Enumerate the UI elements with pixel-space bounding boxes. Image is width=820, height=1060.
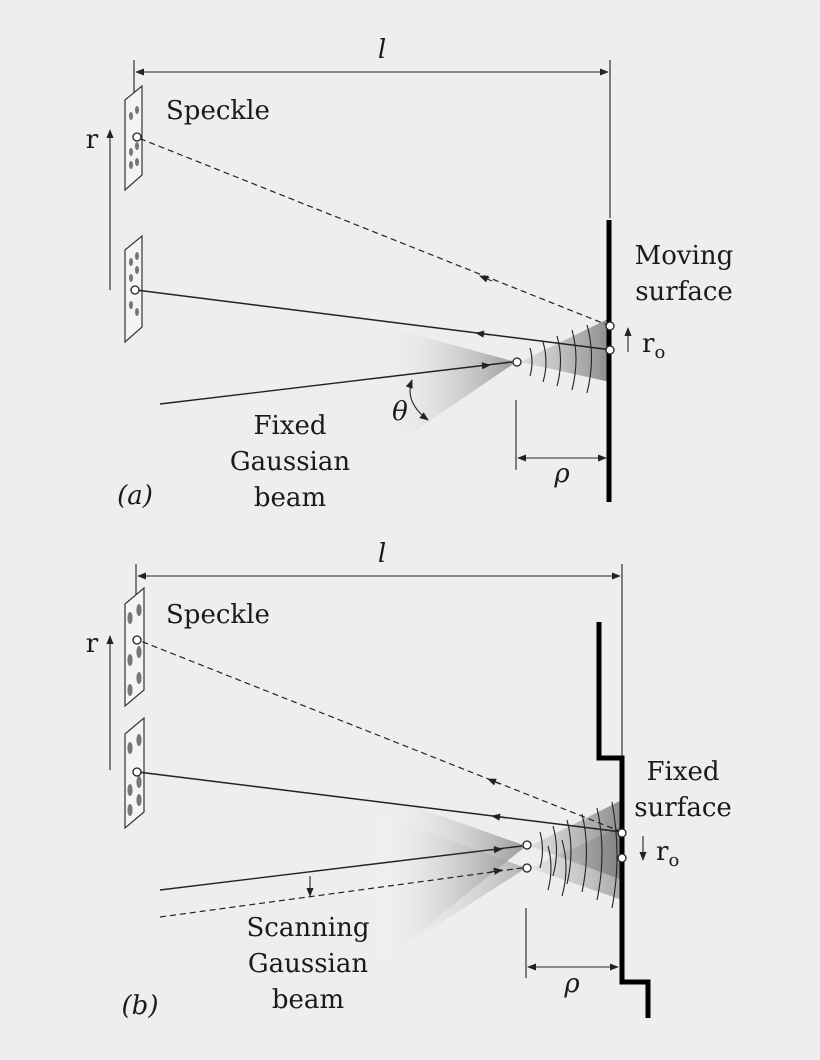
incident-ray (159, 361, 513, 405)
length-label: l (378, 539, 386, 569)
surface-label-line2: surface (634, 793, 732, 823)
surface-point-lower (617, 853, 627, 863)
rho-label: ρ (553, 459, 570, 489)
surface-point-lower (605, 345, 615, 355)
panel-b: l Speckle r (86, 539, 732, 1021)
incident-ray-arrow (479, 362, 491, 370)
speckle-point-upper (132, 132, 142, 142)
dashed-ray-arrow (487, 778, 501, 786)
speckle-label: Speckle (166, 600, 270, 630)
speckle-dots-upper (129, 106, 139, 169)
panel-a: l Speckle r (86, 35, 734, 513)
surface-point-upper (617, 828, 627, 838)
scattered-ray (137, 771, 623, 833)
incident-ray-arrow (489, 846, 503, 854)
gaussian-beam-cone-2 (372, 812, 526, 962)
scatter-cone-2 (530, 826, 622, 900)
length-label: l (378, 35, 386, 65)
wavefronts (529, 324, 592, 394)
scattered-ray-dashed (137, 639, 623, 833)
speckle-point-upper (132, 635, 142, 645)
beam-label-line2: Gaussian (248, 949, 369, 979)
panel-tag: (b) (122, 991, 159, 1021)
surface-label-line1: Moving (635, 241, 734, 271)
scattered-ray-arrow (491, 813, 507, 821)
speckle-dots-lower (129, 252, 139, 316)
beam-waist-point-1 (522, 840, 532, 850)
gaussian-beam-cone (368, 322, 516, 452)
dashed-ray-arrow (479, 275, 493, 283)
theta-arc (405, 379, 429, 421)
beam-label-line3: beam (254, 483, 326, 513)
speckle-dots-upper (127, 604, 142, 696)
r-label: r (86, 125, 99, 155)
incident-ray (159, 845, 523, 891)
scattered-ray-dashed (135, 136, 611, 327)
scattered-ray-arrow (475, 330, 491, 338)
panel-tag: (a) (117, 481, 153, 511)
r0-label: ro (656, 837, 679, 871)
rho-label: ρ (563, 969, 580, 999)
beam-label-line1: Fixed (253, 411, 326, 441)
speckle-point-lower (132, 767, 142, 777)
incident-ray-dashed (159, 867, 523, 918)
r0-label: ro (642, 329, 665, 363)
wavefronts (539, 801, 618, 909)
fixed-surface (596, 622, 651, 1018)
surface-point-upper (605, 321, 615, 331)
speckle-label: Speckle (166, 96, 270, 126)
r-label: r (86, 629, 99, 659)
beam-waist-point (512, 357, 522, 367)
beam-waist-point-2 (522, 863, 532, 873)
beam-label-line3: beam (272, 985, 344, 1015)
beam-label-line2: Gaussian (230, 447, 351, 477)
theta-label: θ (392, 397, 408, 427)
surface-label-line2: surface (635, 277, 733, 307)
speckle-point-lower (130, 285, 140, 295)
beam-label-line1: Scanning (246, 913, 369, 943)
surface-label-line1: Fixed (646, 757, 719, 787)
scattered-ray (135, 289, 613, 351)
speckle-dots-lower (127, 734, 142, 816)
incident-dashed-arrow (489, 867, 503, 875)
scatter-cone (520, 318, 610, 382)
